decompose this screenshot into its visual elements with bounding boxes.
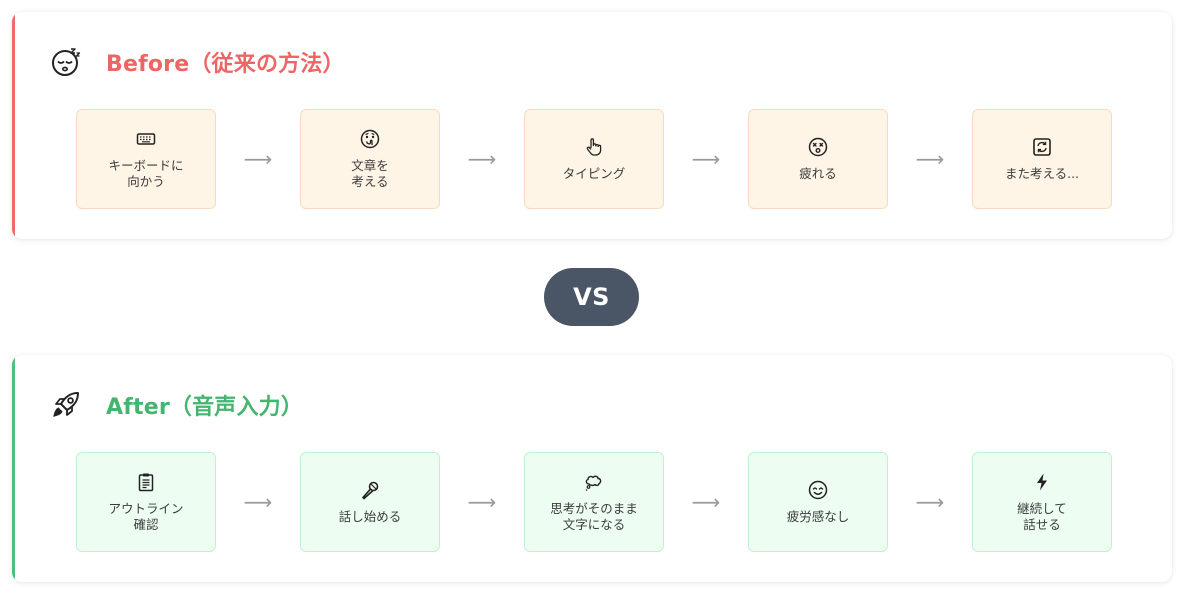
arrow-icon: ⟶ bbox=[691, 147, 721, 171]
after-step-continue: 継続して 話せる bbox=[972, 452, 1112, 552]
clipboard-icon bbox=[138, 473, 154, 491]
after-title: After（音声入力） bbox=[106, 395, 304, 420]
arrow-icon: ⟶ bbox=[467, 147, 497, 171]
step-label: タイピング bbox=[562, 165, 626, 181]
pointing-hand-icon bbox=[586, 137, 602, 156]
thinking-face-icon bbox=[360, 129, 380, 148]
step-label: 疲れる bbox=[799, 165, 837, 181]
after-step-outline: アウトライン 確認 bbox=[76, 452, 216, 552]
after-step-relief: 疲労感なし bbox=[748, 452, 888, 552]
before-step-repeat: また考える... bbox=[972, 109, 1112, 209]
step-label: 疲労感なし bbox=[786, 508, 850, 524]
after-step-speak: 話し始める bbox=[300, 452, 440, 552]
before-header: Before（従来の方法） bbox=[50, 44, 345, 80]
lightning-icon bbox=[1037, 473, 1047, 490]
after-steps: アウトライン 確認 ⟶ 話し始める ⟶ 思考がそのまま 文字になる ⟶ bbox=[76, 452, 1112, 552]
step-label: キーボードに 向かう bbox=[108, 157, 184, 189]
step-label: また考える... bbox=[1004, 165, 1080, 181]
step-label: 継続して 話せる bbox=[1017, 500, 1067, 532]
after-panel: After（音声入力） アウトライン 確認 ⟶ 話し始める ⟶ bbox=[12, 355, 1172, 582]
arrow-icon: ⟶ bbox=[915, 147, 945, 171]
relieved-face-icon bbox=[808, 480, 828, 499]
step-label: 話し始める bbox=[338, 508, 402, 524]
after-header: After（音声入力） bbox=[50, 387, 303, 423]
step-label: アウトライン 確認 bbox=[108, 500, 184, 532]
sleeping-face-icon bbox=[52, 48, 81, 76]
before-step-keyboard: キーボードに 向かう bbox=[76, 109, 216, 209]
before-panel: Before（従来の方法） キーボードに 向かう ⟶ 文章を 考える ⟶ bbox=[12, 12, 1172, 239]
arrow-icon: ⟶ bbox=[243, 147, 273, 171]
before-step-typing: タイピング bbox=[524, 109, 664, 209]
before-step-think: 文章を 考える bbox=[300, 109, 440, 209]
keyboard-icon bbox=[136, 132, 156, 145]
arrow-icon: ⟶ bbox=[915, 490, 945, 514]
dizzy-face-icon bbox=[808, 137, 828, 156]
repeat-icon bbox=[1033, 137, 1051, 156]
before-steps: キーボードに 向かう ⟶ 文章を 考える ⟶ タイピング ⟶ bbox=[76, 109, 1112, 209]
before-title: Before（従来の方法） bbox=[106, 52, 345, 77]
microphone-icon bbox=[362, 481, 379, 499]
arrow-icon: ⟶ bbox=[243, 490, 273, 514]
arrow-icon: ⟶ bbox=[467, 490, 497, 514]
before-step-tired: 疲れる bbox=[748, 109, 888, 209]
vs-badge: VS bbox=[544, 268, 639, 326]
step-label: 文章を 考える bbox=[351, 157, 389, 189]
after-step-thought: 思考がそのまま 文字になる bbox=[524, 452, 664, 552]
arrow-icon: ⟶ bbox=[691, 490, 721, 514]
rocket-icon bbox=[53, 392, 79, 417]
thought-bubble-icon bbox=[585, 475, 602, 491]
step-label: 思考がそのまま 文字になる bbox=[550, 500, 638, 532]
